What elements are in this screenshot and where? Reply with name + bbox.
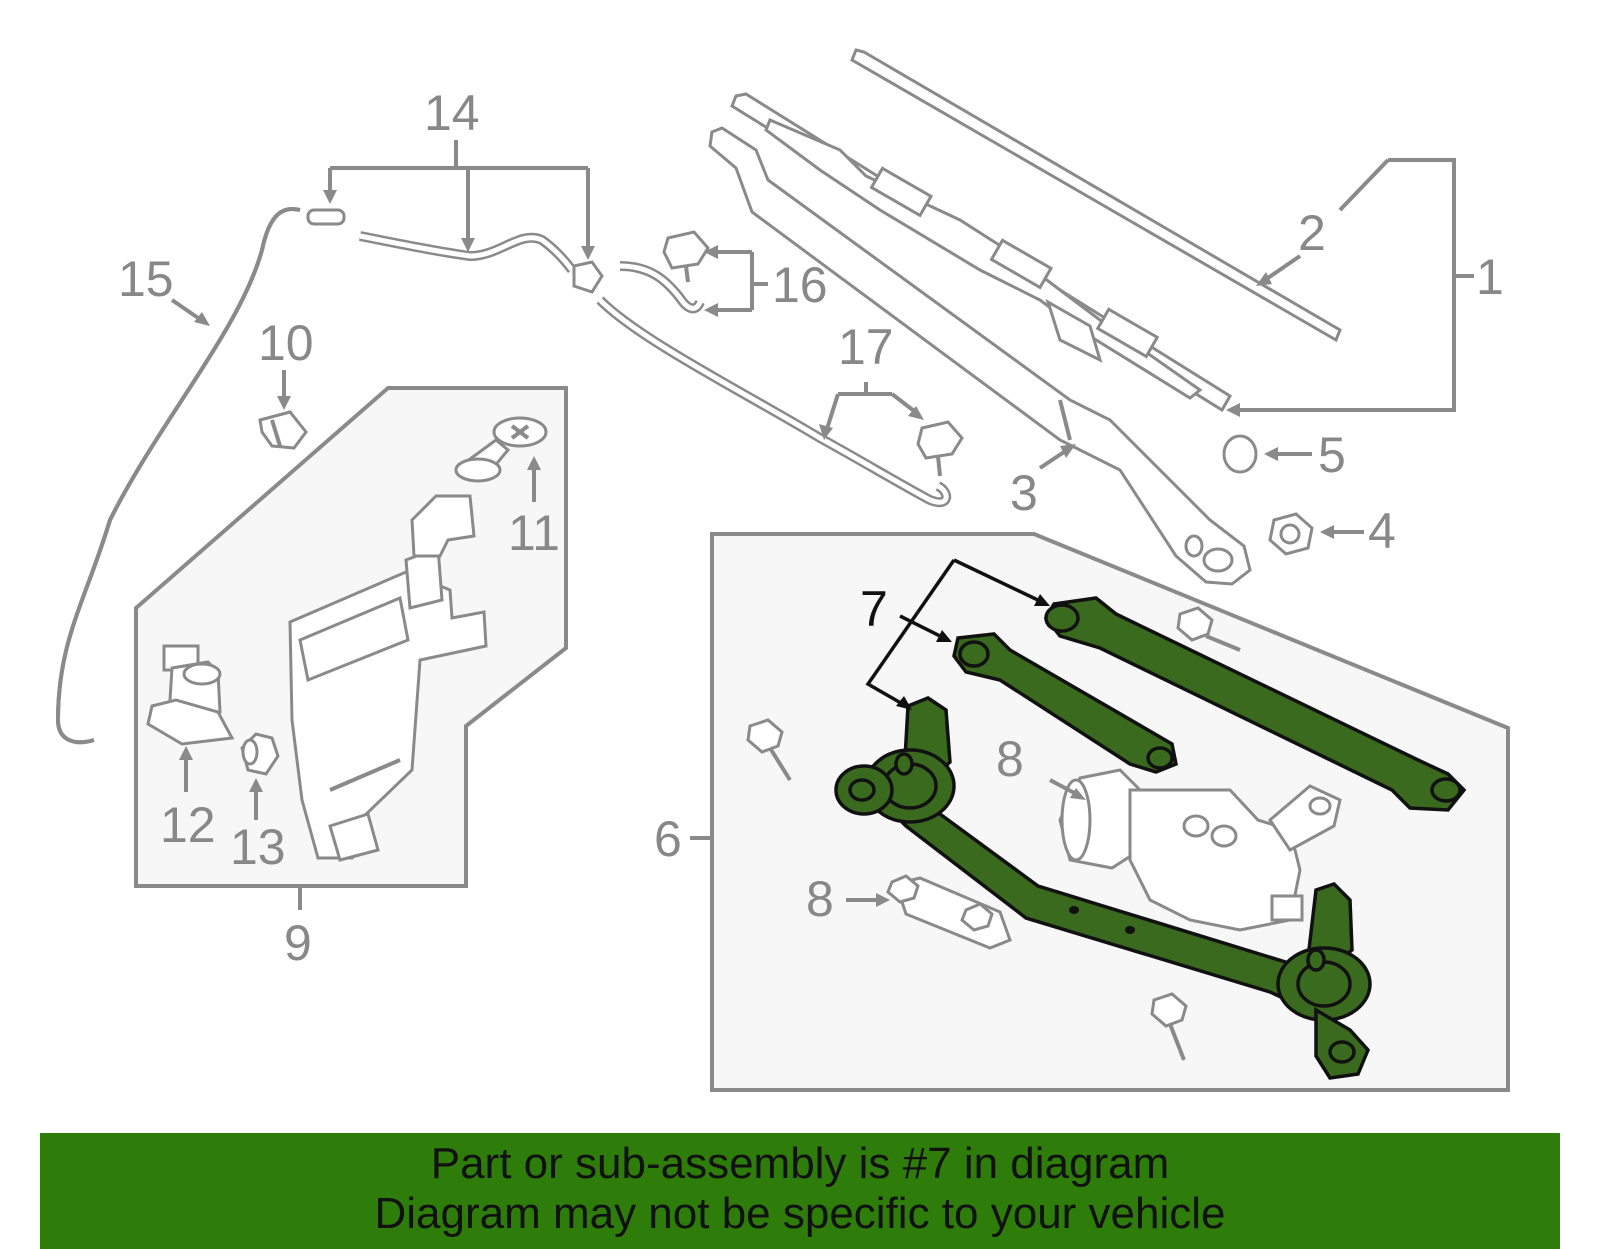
- reservoir-cap[interactable]: [454, 416, 548, 483]
- callout-10: 10: [258, 315, 314, 371]
- wiper-blade-assembly[interactable]: [730, 92, 1233, 413]
- callout-15: 15: [118, 251, 174, 307]
- callout-8-bracket: 8: [806, 871, 834, 927]
- callout-13: 13: [230, 819, 286, 875]
- callout-9: 9: [284, 915, 312, 971]
- linkage-bolt-top[interactable]: [1176, 606, 1241, 652]
- banner-line-part: Part or sub-assembly is #7 in diagram: [430, 1139, 1170, 1188]
- arm-nut[interactable]: [1268, 512, 1314, 556]
- washer-reservoir[interactable]: [288, 494, 488, 862]
- washer-hose-17[interactable]: [598, 298, 949, 505]
- callout-14: 14: [424, 85, 480, 141]
- wiper-arm[interactable]: [708, 126, 1252, 586]
- washer-pump[interactable]: [146, 644, 235, 746]
- callout-3: 3: [1010, 465, 1038, 521]
- wiper-blade-insert[interactable]: [850, 48, 1342, 343]
- washer-hose-14[interactable]: [306, 208, 604, 294]
- linkage-bolt-bottom[interactable]: [1150, 992, 1188, 1061]
- washer-nozzle-16[interactable]: [662, 230, 710, 283]
- callout-16: 16: [772, 257, 828, 313]
- wiper-linkage-highlight[interactable]: [834, 596, 1467, 1080]
- banner-line-disclaimer: Diagram may not be specific to your vehi…: [374, 1189, 1226, 1238]
- callout-6: 6: [654, 811, 682, 867]
- callout-1: 1: [1476, 249, 1504, 305]
- callout-8-motor: 8: [996, 731, 1024, 787]
- pump-grommet[interactable]: [240, 732, 280, 776]
- retainer-clip[interactable]: [258, 410, 308, 450]
- callout-11: 11: [508, 505, 560, 561]
- linkage-bolt-left[interactable]: [746, 718, 792, 782]
- info-banner: Part or sub-assembly is #7 in diagram Di…: [40, 1133, 1560, 1249]
- motor-bracket[interactable]: [886, 874, 1012, 950]
- arm-cover-cap[interactable]: [1222, 434, 1258, 474]
- callout-7: 7: [860, 581, 888, 637]
- callout-12: 12: [160, 797, 216, 853]
- washer-nozzle-17[interactable]: [916, 420, 964, 477]
- callout-17: 17: [838, 319, 894, 375]
- callout-2: 2: [1298, 205, 1326, 261]
- callout-5: 5: [1318, 427, 1346, 483]
- callout-4: 4: [1368, 503, 1396, 559]
